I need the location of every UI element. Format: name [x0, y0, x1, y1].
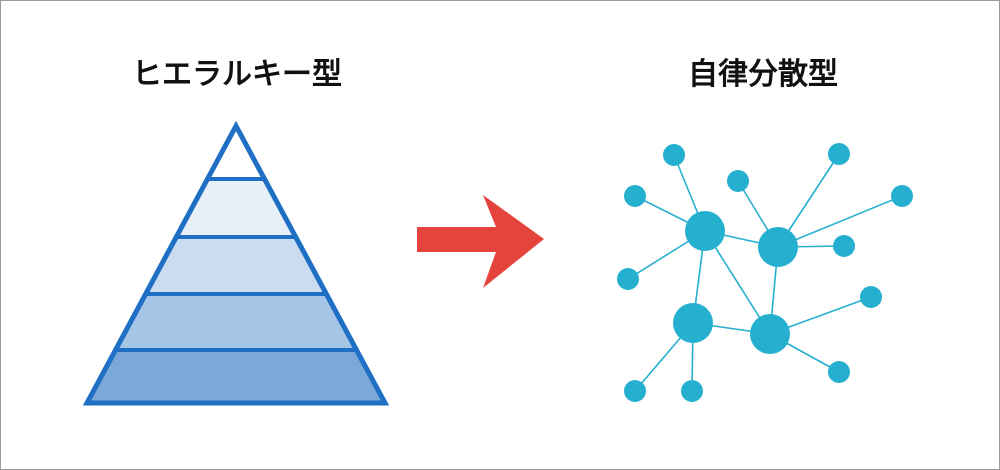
network-leaf-node	[727, 170, 749, 192]
network-leaf-node	[681, 380, 703, 402]
hierarchy-pyramid	[82, 120, 390, 406]
network-leaf-node	[860, 286, 882, 308]
network-hub-node	[758, 227, 798, 267]
network-link	[704, 230, 771, 335]
hierarchy-title: ヒエラルキー型	[132, 57, 342, 92]
network-leaf-node	[891, 185, 913, 207]
pyramid-level-3	[145, 237, 327, 294]
pyramid-level-5	[87, 350, 385, 403]
network-leaf-node	[828, 143, 850, 165]
network-leaf-node	[617, 268, 639, 290]
pyramid-level-4	[115, 294, 357, 350]
network-nodes	[617, 143, 913, 402]
network-leaf-node	[624, 380, 646, 402]
network-links	[627, 153, 903, 392]
distributed-title: 自律分散型	[688, 57, 838, 92]
network-hub-node	[685, 211, 725, 251]
network-link	[777, 195, 903, 248]
network-leaf-node	[828, 361, 850, 383]
pyramid-level-1	[207, 126, 265, 179]
network-hub-node	[750, 314, 790, 354]
network-hub-node	[673, 303, 713, 343]
network-leaf-node	[833, 235, 855, 257]
right-arrow	[417, 195, 544, 288]
pyramid-outline	[82, 120, 390, 406]
network-leaf-node	[663, 144, 685, 166]
network-leaf-node	[624, 185, 646, 207]
pyramid-level-2	[176, 179, 296, 237]
